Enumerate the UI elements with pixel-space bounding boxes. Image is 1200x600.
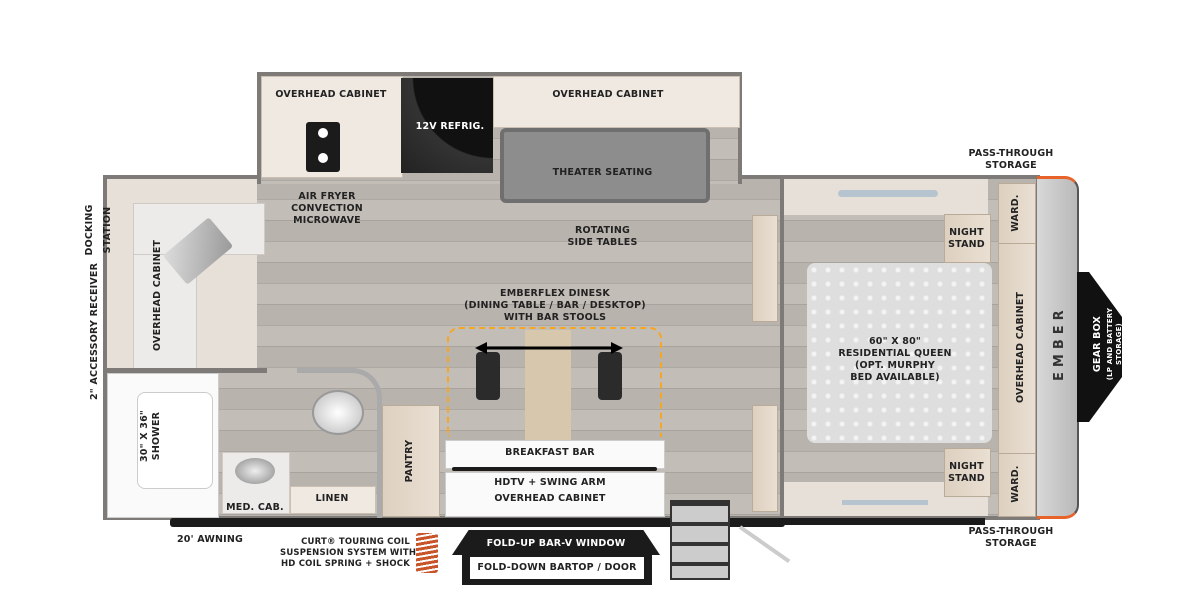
pass-through-top-label-2: STORAGE (985, 160, 1037, 171)
gear-box-label-1: GEAR BOX (1092, 315, 1103, 373)
front-overhead-cabinet (998, 243, 1036, 455)
hdtv-label: HDTV + SWING ARM (494, 477, 606, 488)
entry-steps (670, 500, 730, 580)
rear-overhead-cabinet-label: OVERHEAD CABINET (152, 239, 163, 351)
pantry (382, 405, 440, 517)
kitchen-overhead-cabinet-label: OVERHEAD CABINET (275, 89, 387, 100)
fold-up-window (452, 530, 660, 555)
night-stand-top-label-2: STAND (948, 239, 985, 250)
fold-up-window-label: FOLD-UP BAR-V WINDOW (486, 538, 626, 549)
bar-stool (476, 352, 500, 400)
slide-overhead-cabinet-label: OVERHEAD CABINET (552, 89, 664, 100)
accessory-receiver-label: 2" ACCESSORY RECEIVER (89, 262, 100, 400)
bar-overhead-cabinet (445, 472, 665, 517)
front-overhead-cabinet-label: OVERHEAD CABINET (1015, 291, 1026, 403)
fold-down-bartop-label: FOLD-DOWN BARTOP / DOOR (477, 562, 637, 573)
bed-label-1: 60" X 80" (868, 336, 922, 347)
suspension-label-3: HD COIL SPRING + SHOCK (280, 559, 410, 569)
shower-label-2: SHOWER (151, 411, 162, 461)
linen-label: LINEN (315, 493, 349, 504)
suspension-label-1: CURT® TOURING COIL (301, 537, 410, 547)
awning (740, 518, 985, 525)
rotating-tables-label-1: ROTATING (574, 225, 631, 236)
night-stand-top-label-1: NIGHT (949, 227, 984, 238)
dinesk-label-2: (DINING TABLE / BAR / DESKTOP) (464, 300, 646, 311)
bath-wall (107, 368, 267, 373)
bed-label-3: (OPT. MURPHY (854, 360, 935, 371)
bed-label-4: BED AVAILABLE) (850, 372, 940, 383)
coil-spring-icon (416, 533, 438, 573)
suspension-label-2: SUSPENSION SYSTEM WITH (280, 548, 417, 558)
pass-through-bottom-label-2: STORAGE (985, 538, 1037, 549)
vanity-sink-icon (235, 458, 275, 484)
partition-wall (752, 215, 778, 322)
entry-door (738, 525, 791, 564)
night-stand-bottom (944, 448, 991, 497)
air-fryer-label-3: MICROWAVE (293, 215, 361, 226)
breakfast-bar-label: BREAKFAST BAR (505, 447, 595, 458)
refrigerator-label: 12V REFRIG. (415, 121, 485, 132)
rotating-tables-label-2: SIDE TABLES (567, 237, 638, 248)
wardrobe-top (998, 183, 1036, 245)
refrigerator (401, 78, 493, 173)
window (842, 500, 928, 505)
docking-station-label-1: DOCKING (84, 204, 95, 256)
wardrobe-bottom (998, 453, 1036, 517)
linen-cabinet (290, 486, 376, 514)
theater-seating-label: THEATER SEATING (552, 167, 653, 178)
wardrobe-bottom-label: WARD. (1010, 465, 1021, 503)
shower-label-1: 30" X 36" (139, 409, 150, 463)
pass-through-top-label-1: PASS-THROUGH (968, 148, 1054, 159)
ember-logo: EMBER (1052, 305, 1067, 381)
burner-icon (318, 128, 328, 138)
theater-seating (500, 128, 710, 203)
slide-overhead-cabinet (493, 76, 740, 128)
bedroom-wall-top-cab (784, 179, 988, 215)
docking-station-label-2: STATION (102, 206, 113, 254)
gear-box-label-3: STORAGE) (1115, 323, 1123, 365)
awning-label: 20' AWNING (176, 534, 244, 545)
queen-bed (807, 263, 992, 443)
air-fryer-label-1: AIR FRYER (298, 191, 356, 202)
burner-icon (318, 153, 328, 163)
bar-overhead-cabinet-label: OVERHEAD CABINET (494, 493, 606, 504)
pass-through-bottom-label-1: PASS-THROUGH (968, 526, 1054, 537)
partition-wall (752, 405, 778, 512)
bath-curved-wall (297, 368, 382, 518)
tv-icon (452, 467, 657, 471)
bar-stool (598, 352, 622, 400)
night-stand-bottom-label-1: NIGHT (949, 461, 984, 472)
dinesk-label-3: WITH BAR STOOLS (503, 312, 607, 323)
bed-label-2: RESIDENTIAL QUEEN (838, 348, 952, 359)
shower-pan (137, 392, 213, 489)
dinesk-extension-outline (447, 327, 662, 437)
pantry-label: PANTRY (404, 439, 415, 483)
breakfast-bar (445, 440, 665, 469)
med-cab-label: MED. CAB. (226, 502, 284, 513)
awning (170, 518, 785, 527)
window (838, 190, 938, 197)
night-stand-bottom-label-2: STAND (948, 473, 985, 484)
extend-arrow-icon (475, 339, 623, 354)
air-fryer-label-2: CONVECTION (291, 203, 363, 214)
dinesk-label-1: EMBERFLEX DINESK (500, 288, 610, 299)
night-stand-top (944, 214, 991, 263)
gear-box (1077, 272, 1122, 422)
wardrobe-top-label: WARD. (1010, 194, 1021, 232)
fold-down-bartop-inner (470, 557, 644, 579)
